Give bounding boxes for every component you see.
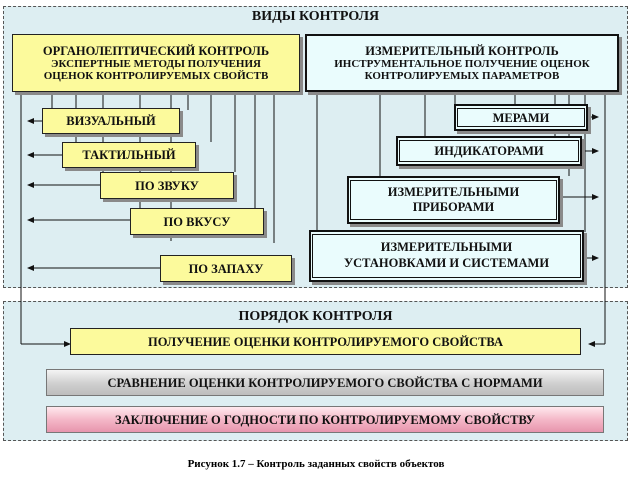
organoleptic-subtitle-line2: ОЦЕНОК КОНТРОЛИРУЕМЫХ СВОЙСТВ	[43, 70, 269, 82]
method-sound: ПО ЗВУКУ	[100, 172, 234, 199]
measurement-title: ИЗМЕРИТЕЛЬНЫЙ КОНТРОЛЬ	[365, 43, 559, 58]
organoleptic-title: ОРГАНОЛЕПТИЧЕСКИЙ КОНТРОЛЬ	[42, 43, 270, 58]
step-compare-with-norms: СРАВНЕНИЕ ОЦЕНКИ КОНТРОЛИРУЕМОГО СВОЙСТВ…	[46, 369, 604, 396]
method-measures-label: МЕРАМИ	[457, 108, 585, 127]
method-tactile: ТАКТИЛЬНЫЙ	[62, 142, 196, 168]
figure-caption: Рисунок 1.7 – Контроль заданных свойств …	[187, 458, 445, 470]
method-measures: МЕРАМИ	[454, 104, 588, 131]
organoleptic-control-box: ОРГАНОЛЕПТИЧЕСКИЙ КОНТРОЛЬ ЭКСПЕРТНЫЕ МЕ…	[12, 34, 300, 92]
method-instruments: ИЗМЕРИТЕЛЬНЫМИ ПРИБОРАМИ	[347, 176, 560, 224]
method-taste: ПО ВКУСУ	[130, 208, 264, 235]
method-installations: ИЗМЕРИТЕЛЬНЫМИ УСТАНОВКАМИ И СИСТЕМАМИ	[309, 230, 584, 282]
measurement-control-box: ИЗМЕРИТЕЛЬНЫЙ КОНТРОЛЬ ИНСТРУМЕНТАЛЬНОЕ …	[305, 34, 619, 92]
method-instruments-line2: ПРИБОРАМИ	[412, 200, 495, 214]
method-installations-line1: ИЗМЕРИТЕЛЬНЫМИ	[380, 240, 513, 255]
method-visual: ВИЗУАЛЬНЫЙ	[42, 108, 180, 134]
types-of-control-title: ВИДЫ КОНТРОЛЯ	[251, 9, 380, 24]
measurement-subtitle-line2: КОНТРОЛИРУЕМЫХ ПАРАМЕТРОВ	[364, 70, 560, 82]
organoleptic-subtitle-line1: ЭКСПЕРТНЫЕ МЕТОДЫ ПОЛУЧЕНИЯ	[51, 57, 261, 70]
measurement-subtitle-line1: ИНСТРУМЕНТАЛЬНОЕ ПОЛУЧЕНИЕ ОЦЕНОК	[334, 57, 590, 70]
method-indicators-label: ИНДИКАТОРАМИ	[399, 140, 579, 162]
method-instruments-line1: ИЗМЕРИТЕЛЬНЫМИ	[387, 185, 520, 199]
method-smell: ПО ЗАПАХУ	[160, 255, 292, 282]
step-obtain-assessment: ПОЛУЧЕНИЕ ОЦЕНКИ КОНТРОЛИРУЕМОГО СВОЙСТВ…	[70, 328, 581, 355]
method-installations-line2: УСТАНОВКАМИ И СИСТЕМАМИ	[343, 256, 550, 270]
control-order-title: ПОРЯДОК КОНТРОЛЯ	[238, 309, 393, 324]
method-indicators: ИНДИКАТОРАМИ	[396, 136, 582, 166]
step-conclusion-of-fitness: ЗАКЛЮЧЕНИЕ О ГОДНОСТИ ПО КОНТРОЛИРУЕМОМУ…	[46, 406, 604, 433]
